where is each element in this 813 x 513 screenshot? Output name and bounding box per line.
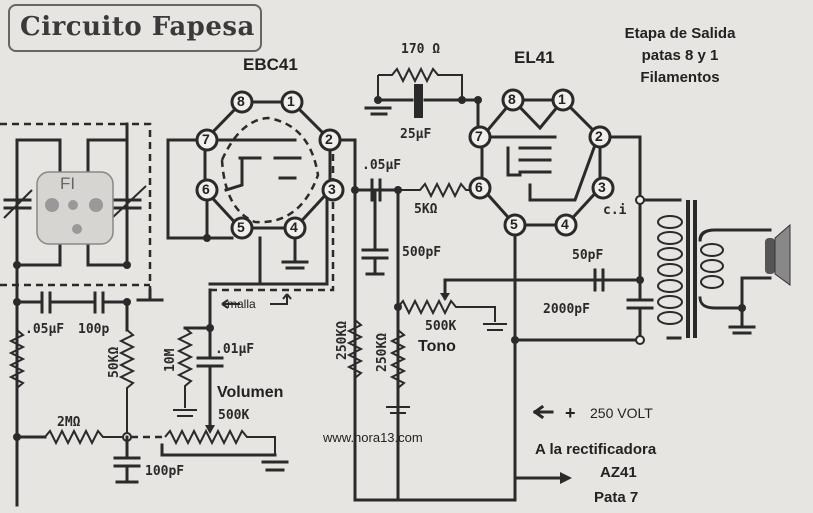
title-box: Circuito Fapesa [8, 4, 262, 52]
el41-pin-1: 1 [558, 91, 566, 107]
rectifier-label-1: A la rectificadora [535, 441, 657, 458]
label-pot-volumen: 500K [218, 408, 250, 423]
voltage-label: 250 VOLT [590, 405, 653, 421]
el41-pin-5: 5 [510, 216, 518, 232]
resistor-5k [398, 181, 472, 199]
pot-volume [164, 428, 276, 455]
el41-pin-7: 7 [475, 128, 483, 144]
ebc41-pin-2: 2 [325, 131, 333, 147]
label-c01uf: .01µF [215, 342, 255, 357]
tube-ebc41 [195, 90, 345, 240]
resistor-250k-b [386, 329, 410, 414]
tono-label: Tono [418, 338, 456, 355]
plus-sign: + [565, 403, 576, 423]
el41-pin-2: 2 [595, 128, 603, 144]
resistor-170 [377, 66, 463, 100]
label-ci: c.i [603, 203, 627, 218]
malla-label: malla [227, 297, 256, 311]
label-c2000pf: 2000pF [543, 302, 590, 317]
label-c50pf: 50pF [572, 248, 604, 263]
fi-transformer [36, 171, 114, 245]
rectifier-label-3: Pata 7 [594, 489, 639, 506]
pot-tono [397, 298, 507, 331]
speaker-icon [765, 223, 791, 286]
fi-secondary [86, 138, 129, 267]
el41-label: EL41 [514, 48, 555, 67]
output-stage-note-3: Filamentos [640, 69, 720, 86]
arrow-left-icon [532, 404, 554, 420]
el41-pin-8: 8 [508, 91, 516, 107]
ebc41-pin-3: 3 [328, 181, 336, 197]
ebc41-pin-1: 1 [287, 93, 295, 109]
resistor-2m [44, 428, 127, 446]
ebc41-pin-4: 4 [290, 219, 298, 235]
label-c100pf: 100pF [145, 464, 185, 479]
output-transformer [657, 198, 772, 340]
trimmer-cap-right [111, 185, 147, 219]
trimmer-cap-left [3, 189, 33, 219]
resistor-50k [118, 329, 136, 437]
ground-ebc41 [281, 236, 309, 270]
ground-fi [136, 288, 164, 302]
output-stage-note-2: patas 8 y 1 [641, 47, 719, 64]
rectifier-label-2: AZ41 [600, 464, 637, 481]
el41-pin-4: 4 [561, 216, 569, 232]
malla-shield [210, 150, 335, 292]
resistor-250k-a [346, 319, 364, 379]
el41-pin-6: 6 [475, 179, 483, 195]
label-c05-fi: .05µF [25, 322, 65, 337]
ebc41-label: EBC41 [243, 55, 298, 74]
ebc41-pin-7: 7 [202, 131, 210, 147]
volumen-label: Volumen [217, 384, 284, 401]
ebc41-pin-5: 5 [237, 219, 245, 235]
resistor-10m [173, 327, 197, 417]
label-r250k-b: 250KΩ [375, 332, 390, 372]
shield-wire [0, 122, 152, 300]
arrow-rectifier [560, 472, 572, 484]
label-pot-tono: 500K [425, 319, 457, 334]
label-c05-coupling: .05µF [362, 158, 402, 173]
label-r2m: 2MΩ [57, 415, 81, 430]
malla-arrows [221, 293, 292, 309]
label-c25uf: 25µF [400, 127, 432, 142]
label-r10m: 10M [163, 348, 178, 372]
cap-25uF [414, 84, 423, 118]
fi-label: FI [60, 174, 76, 193]
ebc41-pin-6: 6 [202, 181, 210, 197]
label-r5k: 5KΩ [414, 202, 438, 217]
output-stage-note-1: Etapa de Salida [624, 25, 736, 42]
el41-pin-3: 3 [598, 179, 606, 195]
resistor-left [8, 329, 26, 389]
tube-el41 [468, 88, 615, 237]
label-c500pf: 500pF [402, 245, 442, 260]
ground-vol [160, 443, 289, 472]
label-r170: 170 Ω [401, 42, 441, 57]
label-r50k: 50KΩ [107, 346, 122, 378]
label-c100p-fi: 100p [78, 322, 110, 337]
ebc41-pin-8: 8 [237, 93, 245, 109]
page-title: Circuito Fapesa [20, 12, 255, 42]
cap-100pf [113, 435, 141, 484]
cap-50pf-2000pf [583, 135, 670, 340]
label-r250k-a: 250KΩ [335, 320, 350, 360]
website-link[interactable]: www.hora13.com [323, 430, 423, 445]
